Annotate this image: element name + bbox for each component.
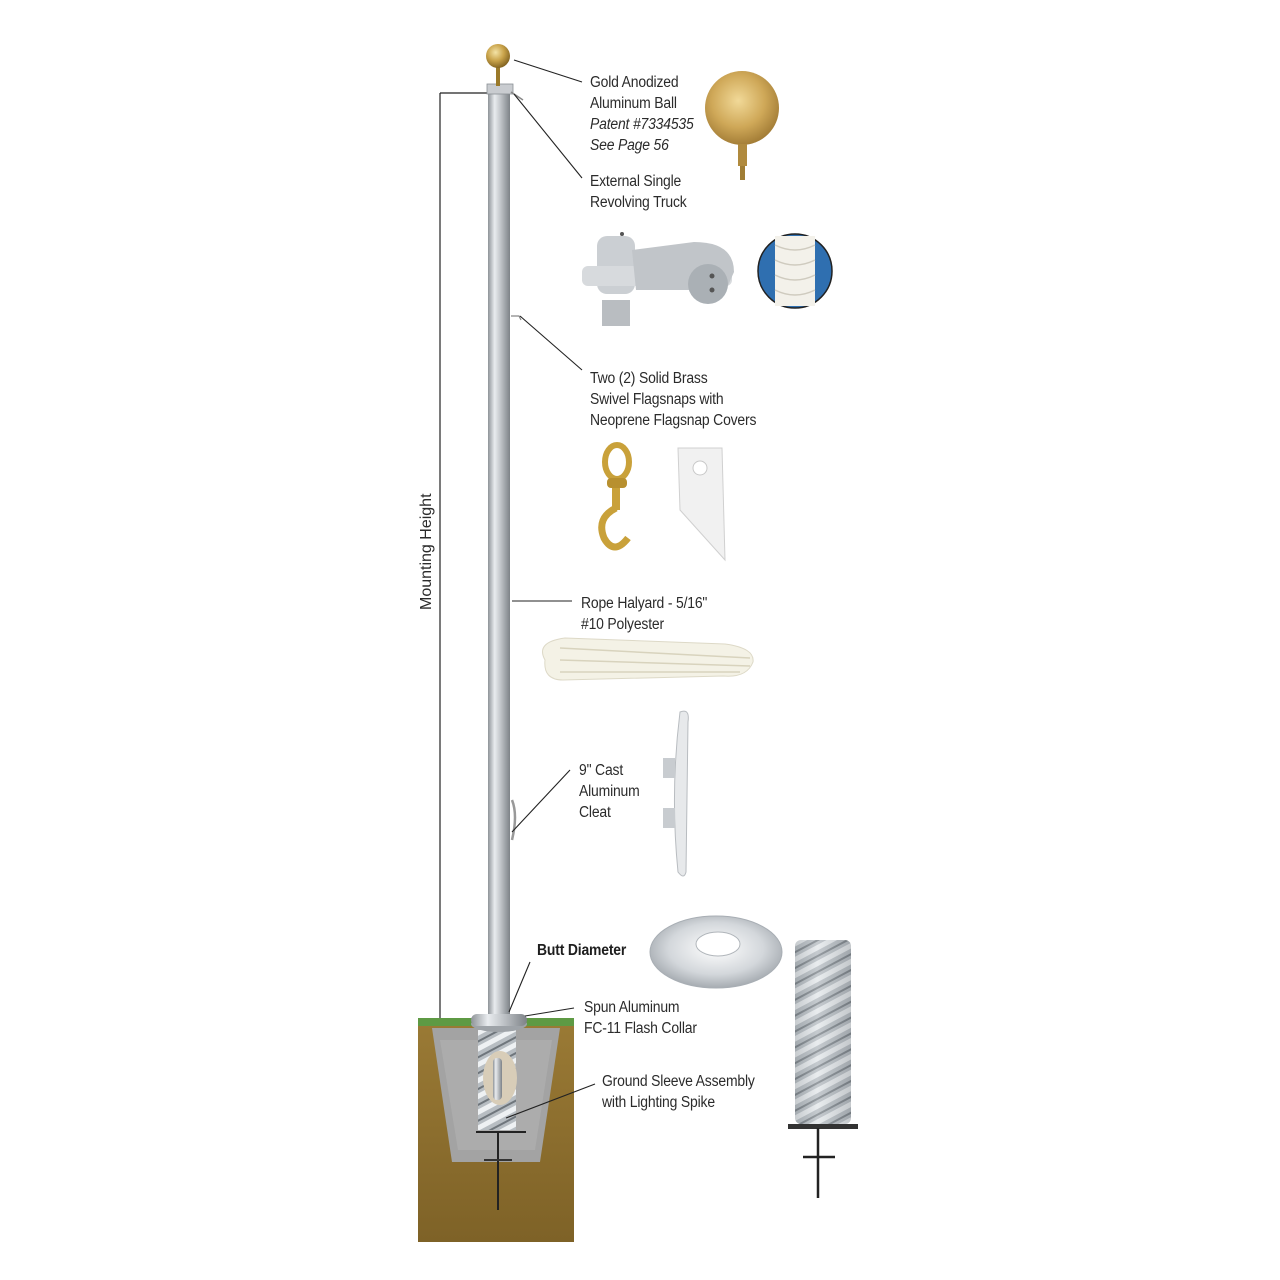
label-revolving-truck: External Single Revolving Truck <box>590 173 687 211</box>
mounting-height-label: Mounting Height <box>418 493 435 610</box>
label-rope-halyard: Rope Halyard - 5/16" #10 Polyester <box>581 595 708 633</box>
flagsnap-cover-icon <box>677 447 726 562</box>
label-flagsnaps: Two (2) Solid Brass Swivel Flagsnaps wit… <box>590 370 757 429</box>
cleat-icon <box>663 710 689 877</box>
ground-section <box>418 1018 574 1242</box>
label-ground-sleeve: Ground Sleeve Assembly with Lighting Spi… <box>602 1073 755 1111</box>
revolving-truck-icon <box>582 232 734 326</box>
rope-detail-icon <box>757 233 833 309</box>
mounting-height-dimension <box>437 92 490 1028</box>
leader-lines <box>505 59 596 1119</box>
flash-collar-icon <box>649 915 783 989</box>
label-cleat: 9" Cast Aluminum Cleat <box>579 762 640 821</box>
label-butt-diameter: Butt Diameter <box>537 942 627 959</box>
label-flash-collar: Spun Aluminum FC-11 Flash Collar <box>584 999 697 1037</box>
rope-coil-icon <box>542 637 754 681</box>
gold-ball-icon <box>705 71 779 180</box>
flagpole <box>471 44 527 1032</box>
label-gold-ball: Gold Anodized Aluminum Ball Patent #7334… <box>590 74 694 154</box>
ground-sleeve-icon <box>788 940 858 1198</box>
brass-flagsnap-icon <box>598 442 632 551</box>
